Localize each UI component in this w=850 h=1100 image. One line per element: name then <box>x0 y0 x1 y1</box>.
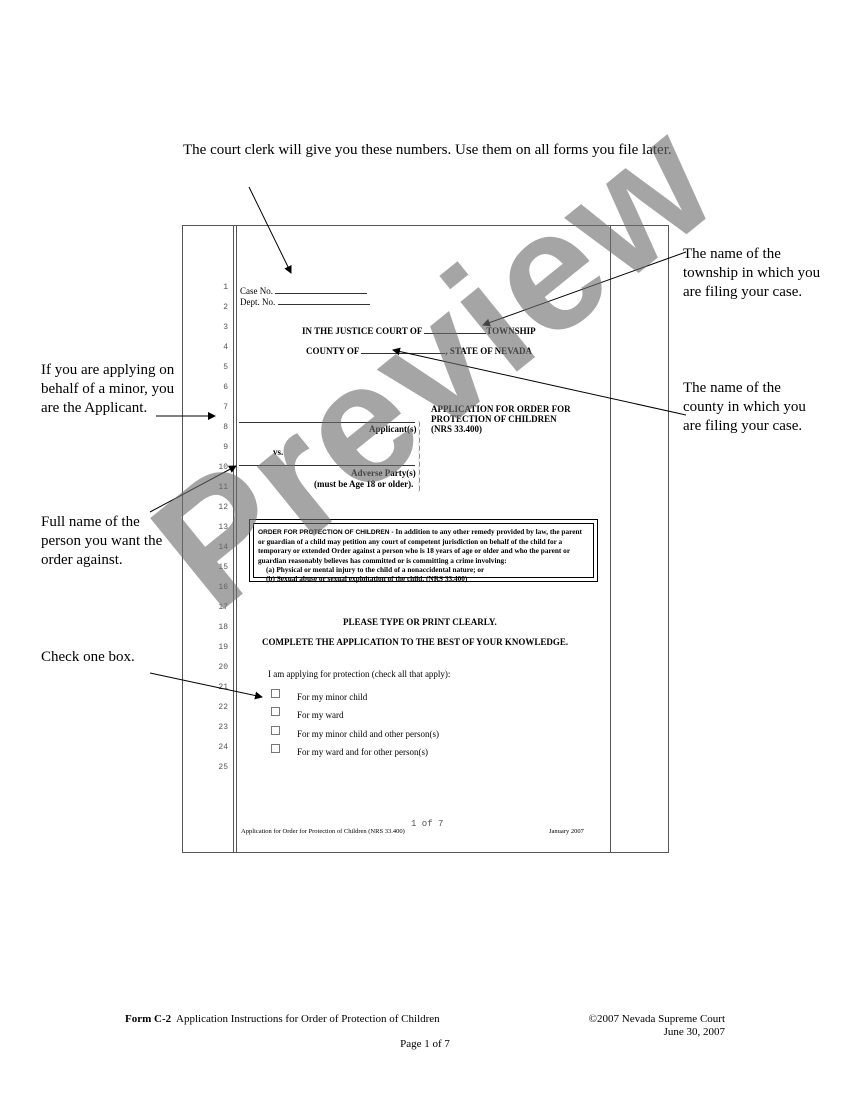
line-number: 3 <box>223 323 228 332</box>
option-label: For my minor child and other person(s) <box>297 729 439 739</box>
protection-notice-text: ORDER FOR PROTECTION OF CHILDREN - In ad… <box>253 523 594 583</box>
arrow-township <box>482 251 687 327</box>
dept-number-blank <box>277 295 370 305</box>
inner-footer-date: January 2007 <box>549 828 584 835</box>
form-title-line-1: APPLICATION FOR ORDER FOR <box>431 404 571 414</box>
line-number: 16 <box>218 583 228 592</box>
checkbox-ward[interactable] <box>271 707 280 716</box>
instruction-print-clearly: PLEASE TYPE OR PRINT CLEARLY. <box>343 617 497 627</box>
line-number: 1 <box>223 283 228 292</box>
copyright: ©2007 Nevada Supreme Court <box>588 1013 725 1025</box>
form-instructions-title: Application Instructions for Order of Pr… <box>176 1013 440 1025</box>
form-id: Form C-2 <box>125 1013 172 1025</box>
arrow-check-box <box>149 672 263 700</box>
protection-notice-item-a: (a) Physical or mental injury to the chi… <box>266 564 485 574</box>
form-title-line-3: (NRS 33.400) <box>431 424 482 434</box>
dept-number-label: Dept. No. <box>240 297 276 307</box>
county-blank <box>361 344 446 354</box>
caption-bracket: ))))))))) <box>418 420 421 492</box>
frame-right-border <box>668 225 669 853</box>
line-number: 7 <box>223 403 228 412</box>
adverse-party-label: Adverse Party(s) <box>351 468 416 478</box>
frame-bottom-border <box>182 852 669 853</box>
township-blank <box>424 324 487 334</box>
applicant-label: Applicant(s) <box>369 424 417 434</box>
case-number-blank <box>275 284 368 294</box>
line-number: 5 <box>223 363 228 372</box>
form-title-line-2: PROTECTION OF CHILDREN <box>431 414 557 424</box>
court-heading-label: IN THE JUSTICE COURT OF <box>302 326 423 336</box>
line-number: 8 <box>223 423 228 432</box>
county-label: COUNTY OF <box>306 346 360 356</box>
township-label: TOWNSHIP <box>486 326 536 336</box>
protection-notice-box: ORDER FOR PROTECTION OF CHILDREN - In ad… <box>249 519 598 583</box>
case-number-field: Case No. <box>240 284 368 296</box>
versus-label: vs. <box>273 447 284 457</box>
annotation-adverse-party: Full name of the person you want the ord… <box>41 514 163 568</box>
margin-line-1 <box>233 225 234 853</box>
line-number: 10 <box>218 463 228 472</box>
annotation-township: The name of the township in which you ar… <box>683 246 821 300</box>
inner-page-counter: 1 of 7 <box>411 819 444 829</box>
state-label: , STATE OF NEVADA <box>445 346 533 356</box>
line-number: 11 <box>218 483 228 492</box>
footer-date: June 30, 2007 <box>663 1026 725 1038</box>
line-number: 24 <box>218 743 228 752</box>
line-number: 6 <box>223 383 228 392</box>
frame-left-border <box>182 225 183 853</box>
annotation-applicant: If you are applying on behalf of a minor… <box>41 362 175 416</box>
option-label: For my ward <box>297 710 344 720</box>
line-number: 9 <box>223 443 228 452</box>
line-number: 2 <box>223 303 228 312</box>
checkbox-minor-child-and-others[interactable] <box>271 726 280 735</box>
line-number: 22 <box>218 703 228 712</box>
line-number: 14 <box>218 543 228 552</box>
page-footer-form: Form C-2 Application Instructions for Or… <box>125 1013 440 1025</box>
court-heading-township: IN THE JUSTICE COURT OF TOWNSHIP <box>302 324 536 336</box>
dept-number-field: Dept. No. <box>240 295 370 307</box>
annotation-county: The name of the county in which you are … <box>683 380 806 434</box>
line-number: 21 <box>218 683 228 692</box>
line-number: 20 <box>218 663 228 672</box>
adverse-party-name-line <box>239 465 415 466</box>
annotation-case-numbers: The court clerk will give you these numb… <box>183 142 672 158</box>
checkbox-ward-and-others[interactable] <box>271 744 280 753</box>
protection-notice-body: In addition to any other remedy provided… <box>258 527 582 565</box>
form-title: APPLICATION FOR ORDER FOR PROTECTION OF … <box>431 404 571 434</box>
line-number: 23 <box>218 723 228 732</box>
arrow-adverse-party <box>149 465 237 513</box>
margin-line-right <box>610 225 611 853</box>
option-label: For my minor child <box>297 692 368 702</box>
line-number: 13 <box>218 523 228 532</box>
adverse-party-age-note: (must be Age 18 or older). <box>314 479 414 489</box>
checkbox-minor-child[interactable] <box>271 689 280 698</box>
inner-footer-title: Application for Order for Protection of … <box>241 828 405 835</box>
line-number: 18 <box>218 623 228 632</box>
arrow-case-numbers <box>248 186 292 274</box>
line-number: 12 <box>218 503 228 512</box>
applicant-name-line <box>239 422 415 423</box>
case-number-label: Case No. <box>240 286 273 296</box>
line-number: 17 <box>218 603 228 612</box>
option-label: For my ward and for other person(s) <box>297 747 428 757</box>
page-number: Page 1 of 7 <box>400 1038 450 1050</box>
line-number: 4 <box>223 343 228 352</box>
frame-top-border <box>182 225 669 226</box>
instruction-complete-application: COMPLETE THE APPLICATION TO THE BEST OF … <box>262 637 569 647</box>
arrow-county <box>392 347 687 416</box>
protection-notice-heading: ORDER FOR PROTECTION OF CHILDREN - <box>258 529 394 536</box>
court-heading-county: COUNTY OF , STATE OF NEVADA <box>306 344 532 356</box>
annotation-check-box: Check one box. <box>41 649 135 665</box>
line-number: 19 <box>218 643 228 652</box>
line-number: 25 <box>218 763 228 772</box>
line-number: 15 <box>218 563 228 572</box>
margin-line-2 <box>236 225 237 853</box>
page-footer-copyright: ©2007 Nevada Supreme Court June 30, 2007 <box>525 1013 725 1039</box>
protection-notice-item-b: (b) Sexual abuse or sexual exploitation … <box>266 574 468 584</box>
applying-intro: I am applying for protection (check all … <box>268 669 451 679</box>
